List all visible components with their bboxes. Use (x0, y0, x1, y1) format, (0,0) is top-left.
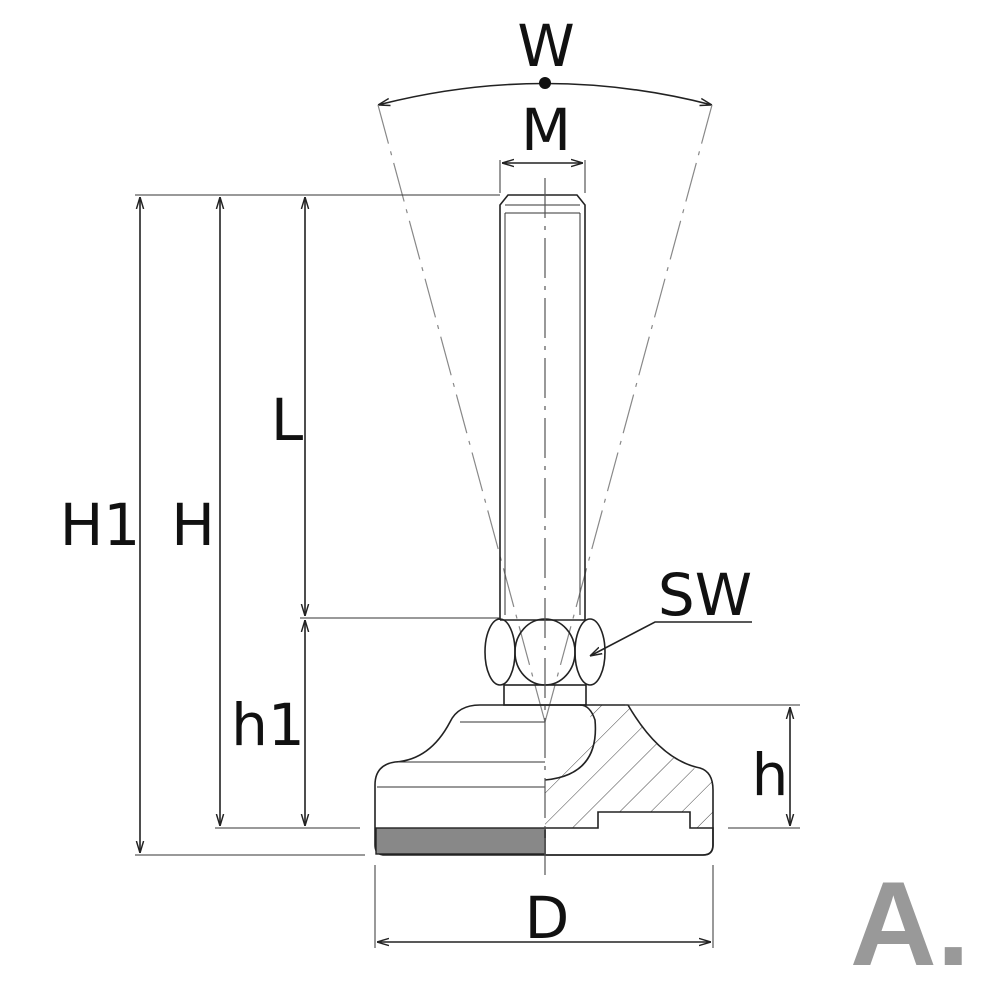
label-h1: h1 (231, 691, 305, 759)
extension-lines (135, 160, 800, 948)
label-H1: H1 (60, 491, 141, 559)
label-h: h (752, 741, 789, 809)
label-L: L (271, 386, 303, 454)
rubber-pad (375, 827, 546, 855)
label-H: H (171, 491, 215, 559)
swivel-limit-right (544, 104, 713, 723)
base-body (374, 704, 714, 856)
label-D: D (525, 884, 570, 952)
base-hatch (545, 705, 713, 828)
label-SW: SW (658, 561, 752, 629)
brand-logo: A. (850, 857, 970, 991)
label-W: W (517, 12, 574, 80)
pivot-dot (539, 77, 551, 89)
leader-SW (590, 621, 752, 656)
swivel-limit-left (377, 104, 546, 723)
threaded-stem (499, 194, 586, 620)
label-M: M (521, 96, 571, 164)
ball-joint-section (544, 704, 597, 781)
